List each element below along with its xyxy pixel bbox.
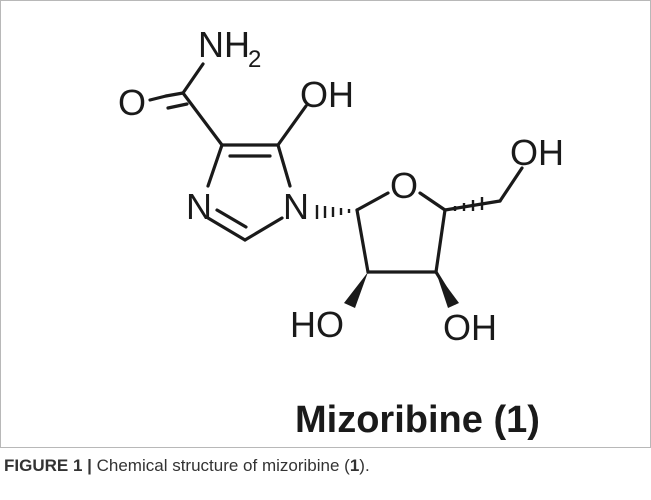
atom-ring-n3: N: [186, 186, 212, 227]
atom-hydroxyl-c2p: HO: [290, 304, 344, 345]
wedge-c2p-ho: [344, 272, 368, 308]
bond-amide-c4: [181, 91, 224, 147]
bond-c1p-c2p: [355, 208, 370, 274]
caption-label: FIGURE 1 |: [4, 456, 92, 475]
atom-nh2: NH: [198, 24, 250, 65]
bond-c1p-o4p: [355, 191, 390, 212]
caption-compound-ref: 1: [349, 456, 360, 475]
compound-name: Mizoribine (1): [295, 399, 540, 441]
caption-text-before: Chemical structure of mizoribine (: [91, 456, 350, 475]
bond-c5-n1: [276, 143, 292, 188]
atom-carbonyl-o: O: [118, 82, 146, 123]
bond-c-o-base: [148, 94, 168, 102]
bond-c4-n3: [206, 143, 224, 188]
bond-c-o-double-b: [166, 102, 189, 110]
bond-c-nh2: [181, 62, 205, 95]
figure-caption: FIGURE 1 | Chemical structure of mizorib…: [4, 456, 649, 476]
bond-c5-oh: [276, 104, 308, 147]
atom-hydroxyl-c5p: OH: [510, 132, 564, 173]
bond-c5p-oh: [498, 166, 524, 203]
hashed-wedges: [315, 197, 484, 219]
figure-frame: [0, 0, 651, 448]
atom-hydroxyl-c3p: OH: [443, 307, 497, 348]
bond-c3p-c4p: [434, 208, 447, 274]
bond-c2-n1: [243, 216, 284, 242]
atom-ring-o: O: [390, 165, 418, 206]
atom-hydroxyl-c5: OH: [300, 74, 354, 115]
atom-ring-n1: N: [283, 186, 309, 227]
wedge-c3p-oh-cover: [436, 272, 459, 308]
bond-c-o-double-a: [164, 91, 185, 98]
bond-n3-c2: [206, 216, 247, 242]
bond-o4p-c4p: [418, 191, 447, 212]
atom-nh2-subscript: 2: [248, 46, 261, 73]
solid-wedges: [344, 272, 459, 308]
bond-n3-c2-inner: [215, 208, 248, 229]
caption-text-after: ).: [359, 456, 370, 475]
chemical-structure: NH 2 O OH N N O OH HO OH Mizoribine (1): [118, 24, 564, 441]
